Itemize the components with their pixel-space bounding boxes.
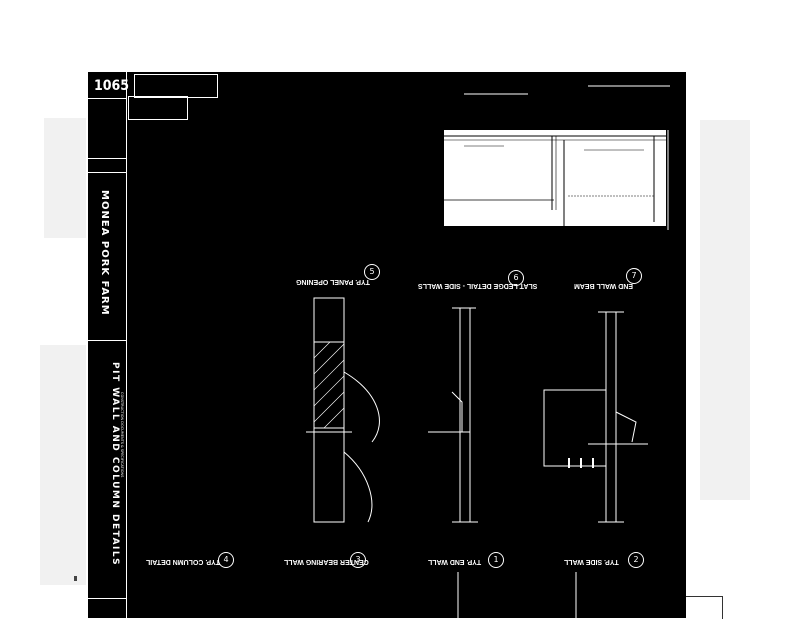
revision-box	[88, 98, 126, 159]
detail-callout-icon-2: 2	[628, 552, 644, 568]
detail-label-5: TYP. PANEL OPENING	[296, 278, 370, 285]
project-box	[88, 172, 126, 341]
detail-label-6: SLAT LEDGE DETAIL - SIDE WALLS	[418, 282, 538, 289]
detail-label-3: CENTER BEARING WALL	[284, 558, 369, 565]
scan-margin-left	[44, 118, 86, 238]
general-notes-box	[134, 74, 218, 98]
drawing-title-box	[88, 340, 126, 599]
detail-callout-icon-6: 6	[508, 270, 524, 286]
scan-corner-mark	[686, 596, 723, 619]
detail-callout-icon-7: 7	[626, 268, 642, 284]
scan-margin-right	[700, 120, 750, 500]
scale-note-box	[128, 96, 188, 120]
detail-label-4: TYP. COLUMN DETAIL	[146, 558, 221, 565]
detail-callout-icon-3: 3	[350, 552, 366, 568]
end-wall-beam-section	[444, 130, 666, 226]
sheet-number: 1065	[94, 78, 130, 94]
detail-linework	[306, 85, 670, 618]
detail-label-7: END WALL BEAM	[574, 282, 633, 289]
detail-label-2: TYP. SIDE WALL	[564, 558, 619, 565]
detail-label-1: TYP. END WALL	[428, 558, 482, 565]
drawing-sheet: 1065 MONEA PORK FARM PIT WALL AND COLUMN…	[88, 72, 686, 618]
detail-callout-icon-5: 5	[364, 264, 380, 280]
detail-callout-icon-1: 1	[488, 552, 504, 568]
sheet-number-box	[88, 72, 126, 99]
title-block: 1065 MONEA PORK FARM PIT WALL AND COLUMN…	[88, 72, 130, 618]
scan-dot	[74, 576, 77, 581]
scan-margin-left-lower	[40, 345, 86, 585]
detail-callout-icon-4: 4	[218, 552, 234, 568]
date-box	[88, 158, 126, 173]
